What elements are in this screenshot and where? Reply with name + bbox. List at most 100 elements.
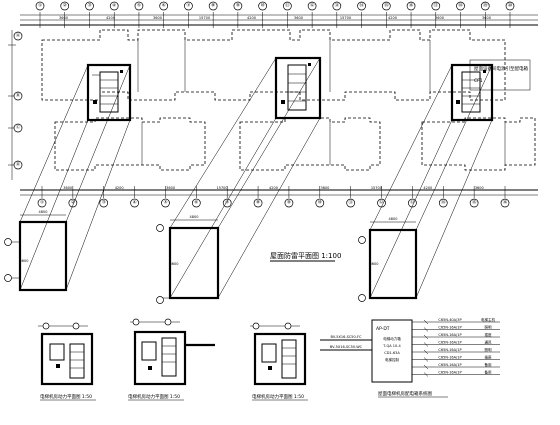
axis-bubble-label: ⑮ [384,2,389,9]
panel-line: CD1-63A [384,351,400,355]
axis-bubble-label: ⑥ [162,3,166,9]
axis-bubble-label: ⑯ [409,2,414,9]
axis-bubble-label: ⑤ [163,200,167,206]
axis-bubble-label: ⑦ [186,3,190,9]
axis-bubble-label: ③ [87,3,91,9]
detail-dim-side: 3600 [370,262,379,266]
circuit-load-label: 备用 [485,362,493,367]
stair-plan-1: 电梯机房动力平面图 1:50 [38,322,96,401]
axis-bubble-label: ⑨ [287,200,291,206]
circuit-load-label: 照明 [485,326,493,330]
dimension-label: 3600 [482,16,491,20]
axis-bubble-label: ② [71,200,75,206]
stair-plan-2: 电梯机房动力平面图 1:50 [128,318,215,401]
axis-bubble-label: ⑪ [285,2,290,9]
circuit-breaker-label: C65N-16A/1P [438,371,461,375]
callout-note: 屋面设备间电源引至配电箱 [474,65,528,72]
circuit-breaker-label: C65N-16A/1P [438,356,461,360]
circuit-breaker-label: C65N-16A/1P [438,348,461,352]
stair-plan-caption: 电梯机房动力平面图 1:50 [128,393,180,400]
axis-bubble-label: ⑬ [410,199,415,206]
axis-bubble-label: ③ [102,200,106,206]
dimension-label: 15700 [199,16,210,20]
core-3 [450,63,494,122]
dimension-label: 3600 [475,186,484,190]
axis-bubble-label: ⑳ [508,2,513,9]
axis-bubble-label: ⑲ [483,2,488,9]
axis-bubble-label: ④ [112,3,116,9]
dimension-label: 3600 [59,16,68,20]
callout-note-2: CF1 [474,78,483,84]
core-1 [86,63,132,122]
axis-bubble-label: ⑬ [335,2,340,9]
axis-bubble-label: ① [38,3,42,9]
incoming-feeder: BV-5X16-SC50-WC [330,345,363,349]
detail-box-1: 4800 3600 [4,210,68,292]
panel-label: AP-DT [376,326,390,332]
panel-line: 电梯控制 [385,357,399,362]
axis-bubble-label: ② [63,3,67,9]
dimension-label: 15700 [340,16,351,20]
detail-box-3: 4800 3600 [358,217,418,302]
axis-bubble-label: ⑤ [137,3,141,9]
incoming-feeder: BV-5X16-SC50-FC [331,335,362,339]
circuit-load-label: 电梯主机 [481,317,495,322]
leader-lines [19,57,493,299]
dimension-label: 4200 [106,16,115,20]
detail-dim-top: 4800 [190,215,199,219]
axis-bubble-label: ⑩ [318,200,322,206]
dimension-label: 4200 [388,16,397,20]
axis-bubble-label: ⑱ [458,2,463,9]
panel-line: T-QA 10-4 [382,344,401,348]
axis-bubble-label: ⑫ [379,199,384,206]
detail-dim-top: 4800 [389,217,398,221]
dimension-label: 3600 [63,186,72,190]
detail-dim-side: 3600 [20,259,29,263]
axis-bubble-label: ⑰ [434,2,439,9]
dimension-label: 3600 [166,186,175,190]
left-axis: Ⓐ Ⓑ Ⓒ Ⓓ [8,30,23,180]
circuit-breaker-label: C65N-16A/1P [438,363,461,367]
axis-bubble-label: ⑧ [211,3,215,9]
dimension-label: 3600 [435,16,444,20]
axis-bubble-label: ⑮ [472,199,477,206]
dimension-label: 15700 [371,186,382,190]
stair-plan-caption: 电梯机房动力平面图 1:50 [40,393,92,400]
axis-bubble-label: Ⓒ [16,124,21,131]
dimension-label: 3600 [153,16,162,20]
dimension-label: 4200 [423,186,432,190]
circuit-load-label: 备用 [485,370,493,375]
dimension-label: 3600 [320,186,329,190]
circuit-load-label: 照明 [485,348,493,352]
dimension-label: 4200 [115,186,124,190]
circuit-breaker-label: C65N-16A/1P [438,333,461,337]
circuit-breaker-label: C65N-16A/1P [438,326,461,330]
dimension-label: 4200 [269,186,278,190]
core-2 [274,56,322,120]
axis-bubble-label: ⑦ [225,200,229,206]
axis-bubble-label: ⑨ [236,3,240,9]
detail-dim-top: 4800 [39,210,48,214]
dimension-label: 4200 [247,16,256,20]
axis-bubble-label: ⑥ [194,200,198,206]
axis-bubble-label: ⑯ [503,199,508,206]
stair-plan-3: 电梯机房动力平面图 1:50 [250,322,308,401]
dimension-label: 3600 [294,16,303,20]
axis-bubble-label: ① [40,200,44,206]
system-diagram: AP-DT 电梯动力箱 T-QA 10-4 CD1-63A 电梯控制 BV-5X… [320,317,500,398]
circuit-breaker-label: C65N-16A/1P [438,341,461,345]
circuit-breaker-label: C65N-40A/3P [438,318,461,322]
stair-plan-caption: 电梯机房动力平面图 1:50 [252,393,304,400]
axis-bubble-label: Ⓑ [16,92,21,99]
axis-bubble-label: ⑧ [256,200,260,206]
axis-bubble-label: Ⓓ [16,161,21,168]
circuit-load-label: 插座 [485,332,493,337]
axis-bubble-label: ⑭ [441,199,446,206]
axis-bubble-label: ⑪ [348,199,353,206]
detail-dim-side: 3600 [170,262,179,266]
axis-bubble-label: Ⓐ [16,32,21,39]
roof-plan-title: 屋面防雷平面图 1:100 [270,251,341,260]
